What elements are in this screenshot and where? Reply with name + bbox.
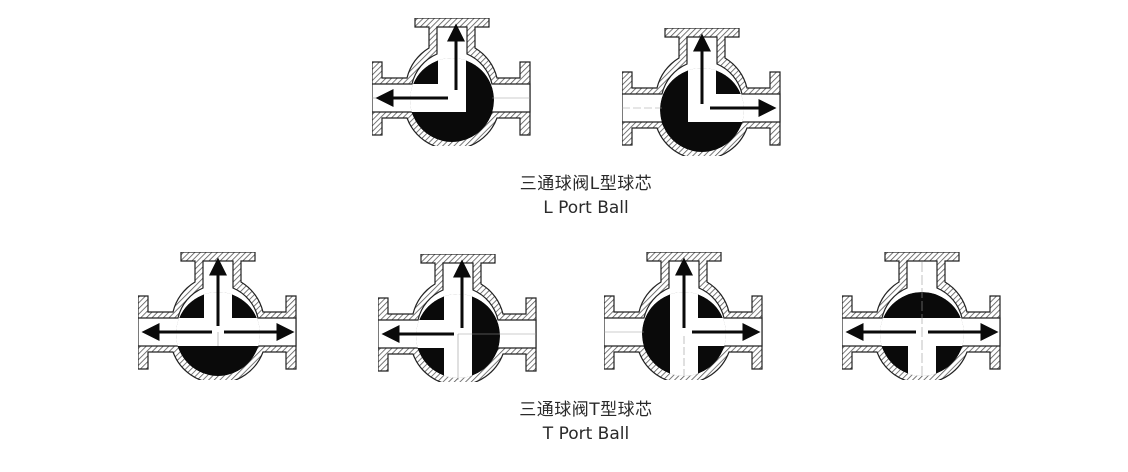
t-port-caption-en: T Port Ball	[542, 424, 630, 444]
valve-diagram	[603, 251, 763, 384]
t-port-valve-1	[137, 251, 298, 384]
valve-diagram	[371, 17, 531, 150]
l-port-valve-2	[621, 27, 782, 160]
l-port-valve-1	[371, 17, 532, 150]
l-port-caption-zh: 三通球阀L型球芯	[519, 174, 653, 194]
t-port-valve-2	[377, 253, 538, 386]
l-port-caption: 三通球阀L型球芯 L Port Ball	[466, 172, 706, 220]
l-port-caption-en: L Port Ball	[543, 198, 629, 218]
valve-diagram	[841, 251, 1001, 384]
valve-diagram	[137, 251, 297, 384]
t-port-caption-zh: 三通球阀T型球芯	[519, 400, 653, 420]
t-port-valve-3	[603, 251, 764, 384]
valve-diagram	[377, 253, 537, 386]
valve-diagram	[621, 27, 781, 160]
t-port-valve-4	[841, 251, 1002, 384]
t-port-caption: 三通球阀T型球芯 T Port Ball	[466, 398, 706, 446]
